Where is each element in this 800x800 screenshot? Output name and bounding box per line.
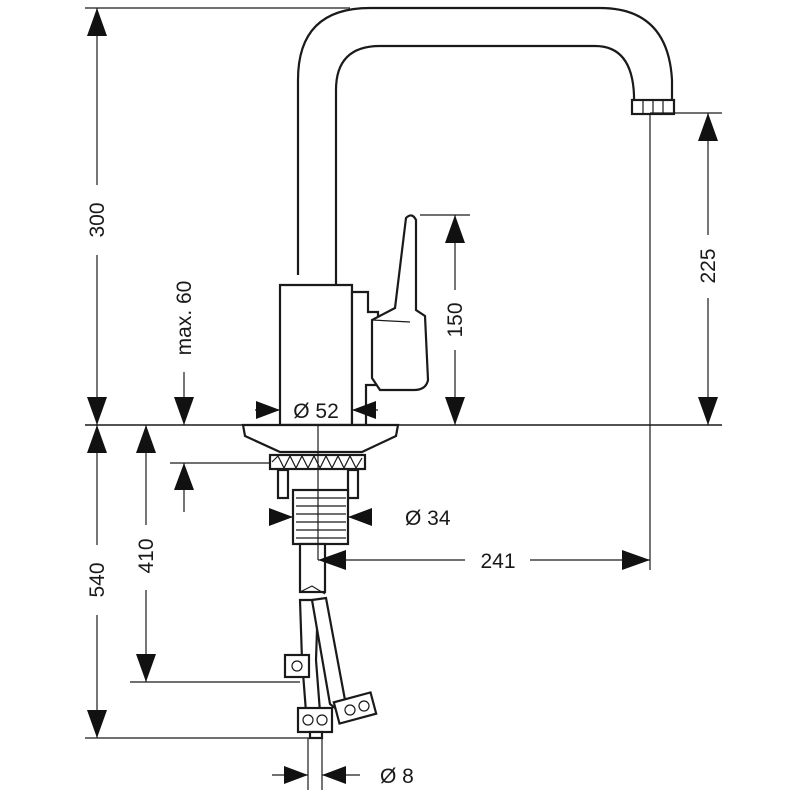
mounting-assembly (85, 423, 722, 595)
dim-hose-length: 540 (86, 425, 109, 738)
lever-handle (370, 214, 430, 392)
base-plate (241, 423, 400, 454)
label-total-height: 300 (86, 202, 109, 237)
shank-tube (298, 542, 327, 594)
spout-outline-inner (334, 44, 636, 285)
dim-lever-height: 150 (444, 215, 467, 425)
mount-bolt-right (346, 468, 360, 500)
dim-spout-height: 225 (697, 113, 720, 425)
dim-hose-diameter: Ø 8 (272, 765, 414, 788)
label-hose-length: 540 (86, 562, 109, 597)
dim-base-diameter: Ø 52 (255, 400, 378, 423)
hose-connector-1 (283, 653, 311, 679)
dim-max-thickness: max. 60 (173, 281, 196, 512)
label-reach: 241 (480, 550, 515, 573)
dim-reach: 241 (318, 550, 650, 573)
label-max-thickness: max. 60 (173, 281, 196, 356)
label-hose-min: 410 (135, 538, 158, 573)
label-thread-diameter: Ø 34 (405, 507, 451, 530)
label-spout-height: 225 (697, 248, 720, 283)
dim-thread-diameter: Ø 34 (269, 507, 451, 530)
label-hose-diameter: Ø 8 (380, 765, 414, 788)
label-base-diameter: Ø 52 (293, 400, 339, 423)
mount-bolt-left (276, 468, 290, 500)
dim-total-height: 300 (86, 8, 109, 425)
supply-hoses (283, 596, 378, 740)
extension-lines (85, 7, 722, 790)
spout-outline-outer (296, 6, 674, 275)
label-lever-height: 150 (444, 302, 467, 337)
dim-hose-min: 410 (135, 425, 158, 682)
faucet-body (278, 6, 676, 427)
